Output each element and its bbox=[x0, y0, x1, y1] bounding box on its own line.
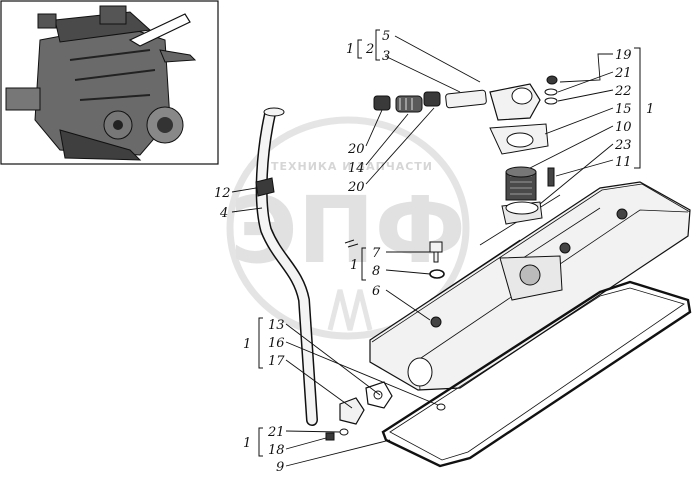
callout-labels: 1 2 5 3 19 21 22 15 10 23 11 1 20 14 20 … bbox=[214, 29, 654, 475]
hose-clamp bbox=[255, 177, 275, 197]
callout-16: 16 bbox=[268, 336, 285, 351]
callout-19: 19 bbox=[615, 48, 632, 63]
engine-inset bbox=[0, 0, 219, 165]
tube-flange bbox=[339, 397, 365, 425]
callout-2: 2 bbox=[365, 42, 374, 57]
callout-1-right: 1 bbox=[646, 102, 654, 117]
callout-12: 12 bbox=[214, 186, 231, 201]
callout-17: 17 bbox=[268, 354, 285, 369]
callout-1-bottom: 1 bbox=[243, 436, 251, 451]
callout-9: 9 bbox=[276, 460, 284, 475]
watermark-caption: ТЕХНИКА И ЗАПЧАСТИ bbox=[271, 160, 433, 173]
callout-5: 5 bbox=[382, 29, 390, 44]
callout-8: 8 bbox=[372, 264, 380, 279]
breather-assembly bbox=[373, 75, 558, 225]
callout-6: 6 bbox=[372, 284, 380, 299]
cover-gasket bbox=[381, 280, 692, 468]
bottom-bolt bbox=[325, 428, 349, 441]
callout-20-b: 20 bbox=[347, 180, 365, 195]
breather-tube bbox=[255, 107, 318, 426]
callout-10: 10 bbox=[615, 120, 632, 135]
engine-illustration bbox=[5, 5, 197, 161]
callout-1-top: 1 bbox=[346, 42, 354, 57]
callout-1-left: 1 bbox=[243, 337, 251, 352]
callout-4: 4 bbox=[219, 206, 228, 221]
callout-21-top: 21 bbox=[614, 66, 632, 81]
callout-22: 22 bbox=[614, 84, 632, 99]
small-washer bbox=[436, 403, 446, 411]
callout-1-mid: 1 bbox=[350, 258, 358, 273]
callout-15: 15 bbox=[615, 102, 632, 117]
leader-lines bbox=[231, 35, 614, 467]
valve-cover bbox=[369, 181, 691, 391]
callout-21-bottom: 21 bbox=[267, 425, 285, 440]
inset-pointer-arrow bbox=[128, 13, 191, 47]
callout-20-a: 20 bbox=[347, 142, 365, 157]
callout-3: 3 bbox=[382, 49, 390, 64]
callout-11: 11 bbox=[615, 155, 632, 170]
callout-13: 13 bbox=[268, 318, 285, 333]
callout-14: 14 bbox=[348, 161, 365, 176]
callout-23: 23 bbox=[614, 138, 632, 153]
callout-7: 7 bbox=[372, 246, 381, 261]
callout-18: 18 bbox=[268, 443, 285, 458]
callout-brackets bbox=[258, 29, 641, 457]
